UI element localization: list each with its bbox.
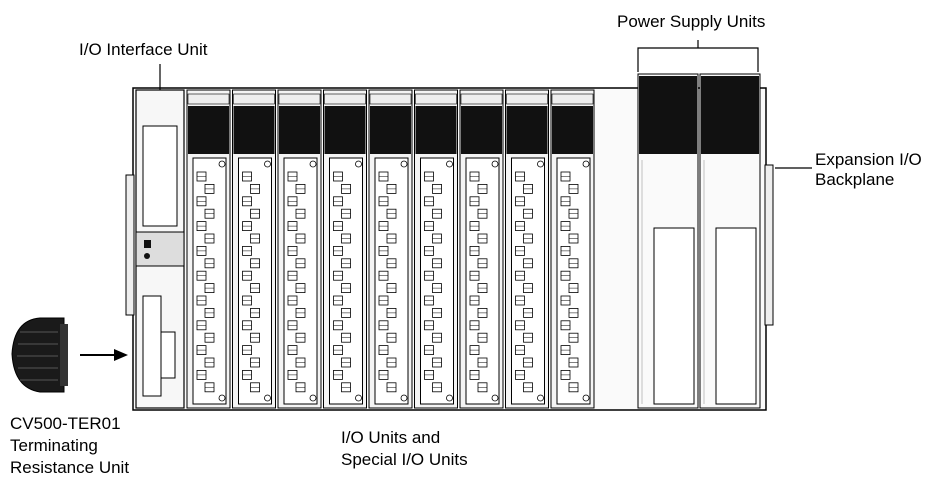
- io-unit: [415, 90, 458, 408]
- io-unit-indicator-panel: [461, 106, 502, 154]
- io-unit-nameplate: [370, 94, 411, 104]
- io-units-group: [187, 90, 594, 408]
- io-unit-nameplate: [188, 94, 229, 104]
- power-supply-cover: [716, 228, 756, 404]
- io-unit-indicator-panel: [234, 106, 275, 154]
- io-unit: [551, 90, 594, 408]
- label-expansion-line2: Backplane: [815, 170, 894, 190]
- io-interface-unit: [136, 90, 184, 408]
- io-unit: [506, 90, 549, 408]
- io-unit: [187, 90, 230, 408]
- io-unit-nameplate: [416, 94, 457, 104]
- label-expansion-line1: Expansion I/O: [815, 150, 922, 170]
- io-unit-indicator-panel: [370, 106, 411, 154]
- io-unit-indicator-panel: [188, 106, 229, 154]
- power-supply-top-panel: [701, 76, 759, 154]
- power-supply-unit: [700, 74, 760, 408]
- io-unit-nameplate: [461, 94, 502, 104]
- io-unit: [324, 90, 367, 408]
- label-power-supply-units: Power Supply Units: [617, 12, 765, 32]
- io-unit-indicator-panel: [507, 106, 548, 154]
- backplane-right-bracket: [765, 165, 773, 325]
- label-io-units-line1: I/O Units and: [341, 428, 440, 448]
- io-unit: [369, 90, 412, 408]
- io-unit-nameplate: [325, 94, 366, 104]
- power-supply-cover: [654, 228, 694, 404]
- label-io-units-line2: Special I/O Units: [341, 450, 468, 470]
- io-unit-indicator-panel: [279, 106, 320, 154]
- io-unit-indicator-panel: [416, 106, 457, 154]
- io-unit-nameplate: [279, 94, 320, 104]
- terminating-resistance-unit: [12, 318, 68, 392]
- label-io-interface-unit: I/O Interface Unit: [79, 40, 208, 60]
- io-unit: [233, 90, 276, 408]
- power-supply-top-panel: [639, 76, 697, 154]
- io-unit-nameplate: [234, 94, 275, 104]
- io-unit: [460, 90, 503, 408]
- label-terminator-line3: Resistance Unit: [10, 458, 129, 478]
- io-unit-nameplate: [507, 94, 548, 104]
- insert-arrow-head: [114, 349, 128, 361]
- io-unit-indicator-panel: [552, 106, 593, 154]
- io-unit-nameplate: [552, 94, 593, 104]
- power-supply-bracket: [638, 48, 758, 72]
- label-terminator-line2: Terminating: [10, 436, 98, 456]
- backplane-left-bracket: [126, 175, 134, 315]
- power-supply-unit: [638, 74, 698, 408]
- label-terminator-line1: CV500-TER01: [10, 414, 121, 434]
- io-unit-indicator-panel: [325, 106, 366, 154]
- io-unit: [278, 90, 321, 408]
